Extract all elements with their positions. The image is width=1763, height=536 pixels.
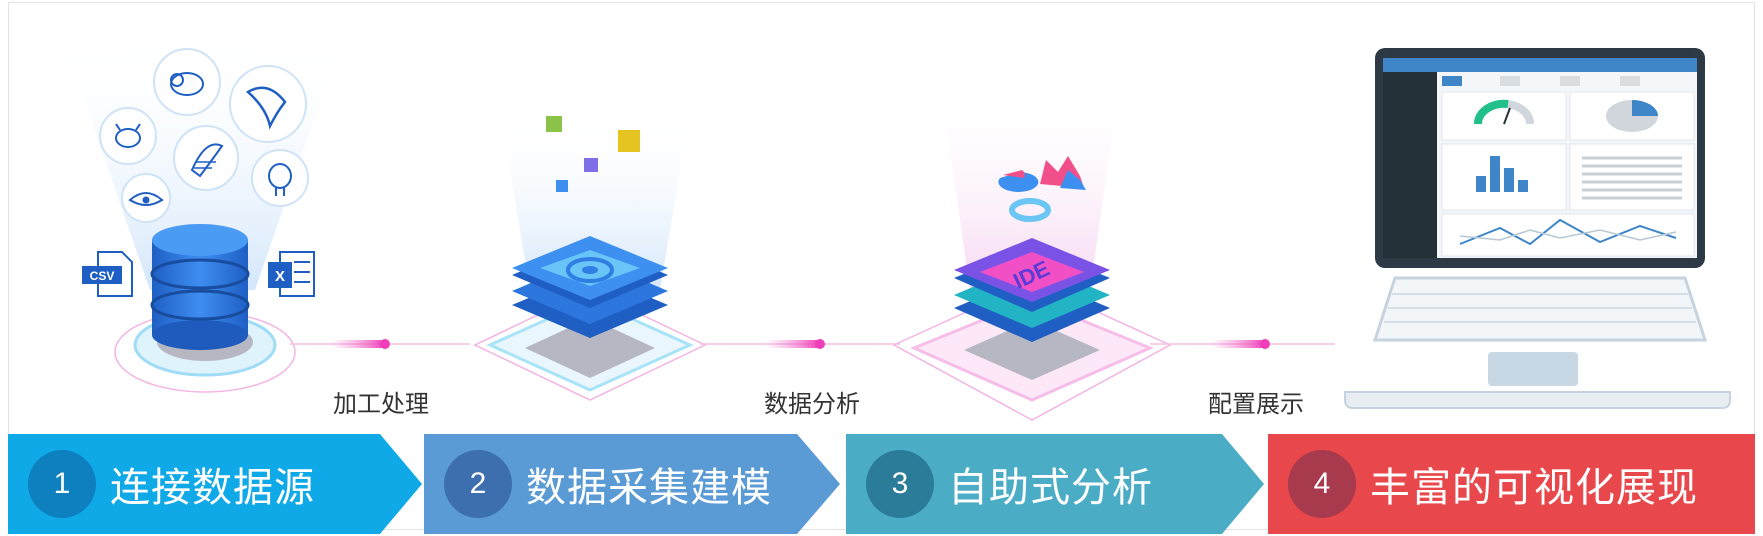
step-data-modeling: 2 数据采集建模 [424,434,849,534]
donut-chart-icon [1009,198,1051,222]
keyboard-icon [1372,276,1708,386]
connector-label-display: 配置展示 [1208,390,1304,418]
gauge-icon [1473,99,1534,125]
excel-file-icon: X [268,251,315,297]
elephant-hadoop-icon [153,48,221,116]
postgresql-elephant-icon [251,149,309,207]
bar-chart-widget-icon [1476,156,1528,192]
line-chart-widget-icon [1459,218,1677,246]
laptop-dashboard-illustration [1344,48,1731,409]
ide-analysis-illustration: IDE [892,80,1172,421]
csv-file-icon: CSV [82,251,133,297]
floating-cubes [546,116,640,192]
step-2-number: 2 [444,450,512,518]
svg-text:CSV: CSV [90,269,115,283]
gear-icon [566,257,614,283]
step-3-title: 自助式分析 [948,465,1153,511]
connector-arrow-2 [700,339,900,349]
step-2-title: 数据采集建模 [526,465,772,511]
step-4-background [1268,434,1755,534]
step-connect-data-source: 1 连接数据源 [8,434,428,534]
connector-arrow-1 [290,339,470,349]
step-banner: 1 连接数据源 2 数据采集建模 3 自助式分析 4 丰富的可视化展现 [8,434,1755,534]
flow-illustration: CSV X [60,30,1731,421]
step-1-title: 连接数据源 [110,465,315,511]
connector-arrow-3 [1150,339,1335,349]
dolphin-mysql-icon [229,65,307,143]
bee-hive-icon [99,107,157,165]
eye-icon [121,173,171,223]
step-3-background [846,434,1264,534]
table-widget-icon [1582,156,1682,200]
step-4-number: 4 [1288,450,1356,518]
pie-chart-icon [998,170,1039,192]
pie-widget-icon [1606,100,1658,132]
modeling-platform-illustration [473,110,707,401]
connector-label-analysis: 数据分析 [764,390,860,418]
step-4-title: 丰富的可视化展现 [1370,465,1698,511]
step-3-number: 3 [866,450,934,518]
sql-server-icon [173,125,239,191]
database-icon [150,224,250,350]
step-1-background [8,434,422,534]
svg-text:X: X [275,268,285,285]
data-source-illustration: CSV X [60,30,345,393]
connector-label-processing: 加工处理 [333,390,429,418]
area-chart-icon [1040,156,1086,190]
step-2-background [424,434,840,534]
step-self-service-analysis: 3 自助式分析 [846,434,1271,534]
step-1-number: 1 [28,450,96,518]
step-rich-visualization: 4 丰富的可视化展现 [1268,434,1755,534]
